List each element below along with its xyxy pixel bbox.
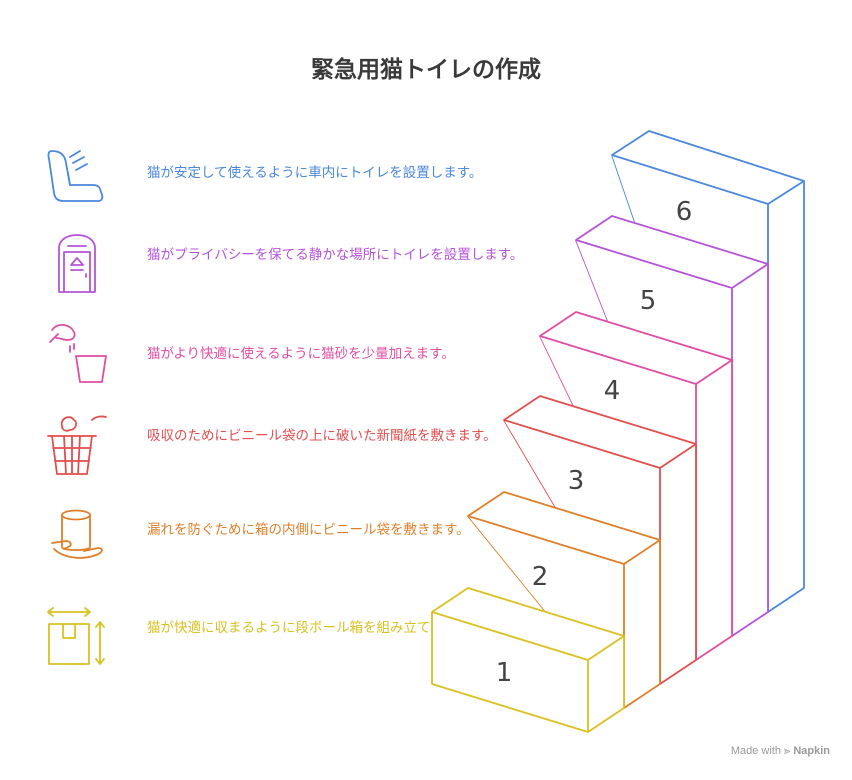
stair-number-5: 5 xyxy=(640,286,657,316)
watermark-brand: Napkin xyxy=(793,745,830,757)
stair-number-2: 2 xyxy=(532,562,549,592)
pouring-sand-icon xyxy=(49,324,107,383)
waste-basket-icon xyxy=(47,415,107,475)
step-row-2: 漏れを防ぐために箱の内側にビニール袋を敷きます。 xyxy=(40,505,540,575)
page-title: 緊急用猫トイレの作成 xyxy=(311,57,541,83)
step-text-6: 猫が安定して使えるように車内にトイレを設置します。 xyxy=(147,165,483,181)
step-text-4: 猫がより快適に使えるように猫砂を少量加えます。 xyxy=(147,346,455,362)
stair-number-1: 1 xyxy=(496,658,513,688)
step-row-3: 吸収のためにビニール袋の上に破いた新聞紙を敷きます。 xyxy=(40,410,540,480)
stair-block-1 xyxy=(431,587,625,733)
hand-holding-roll-icon xyxy=(51,509,103,559)
napkin-watermark: Made with ⫸ Napkin xyxy=(731,745,830,758)
step-row-1: 猫が快適に収まるように段ボール箱を組み立てます。 xyxy=(40,600,540,670)
step-text-5: 猫がプライバシーを保てる静かな場所にトイレを設置します。 xyxy=(147,247,524,263)
step-row-5: 猫がプライバシーを保てる静かな場所にトイレを設置します。 xyxy=(40,230,540,300)
stair-number-3: 3 xyxy=(568,466,585,496)
car-seat-icon xyxy=(47,150,104,202)
step-row-6: 猫が安定して使えるように車内にトイレを設置します。 xyxy=(40,143,540,213)
step-text-3: 吸収のためにビニール袋の上に破いた新聞紙を敷きます。 xyxy=(147,428,497,444)
door-icon xyxy=(58,234,96,293)
stair-number-4: 4 xyxy=(604,376,621,406)
step-row-4: 猫がより快適に使えるように猫砂を少量加えます。 xyxy=(40,318,540,388)
stair-number-6: 6 xyxy=(676,197,693,227)
box-dimensions-icon xyxy=(47,607,105,665)
step-text-1: 猫が快適に収まるように段ボール箱を組み立てます。 xyxy=(147,620,469,636)
watermark-made-with: Made with xyxy=(730,745,781,757)
napkin-logo-icon: ⫸ xyxy=(784,745,791,757)
step-text-2: 漏れを防ぐために箱の内側にビニール袋を敷きます。 xyxy=(147,522,470,538)
